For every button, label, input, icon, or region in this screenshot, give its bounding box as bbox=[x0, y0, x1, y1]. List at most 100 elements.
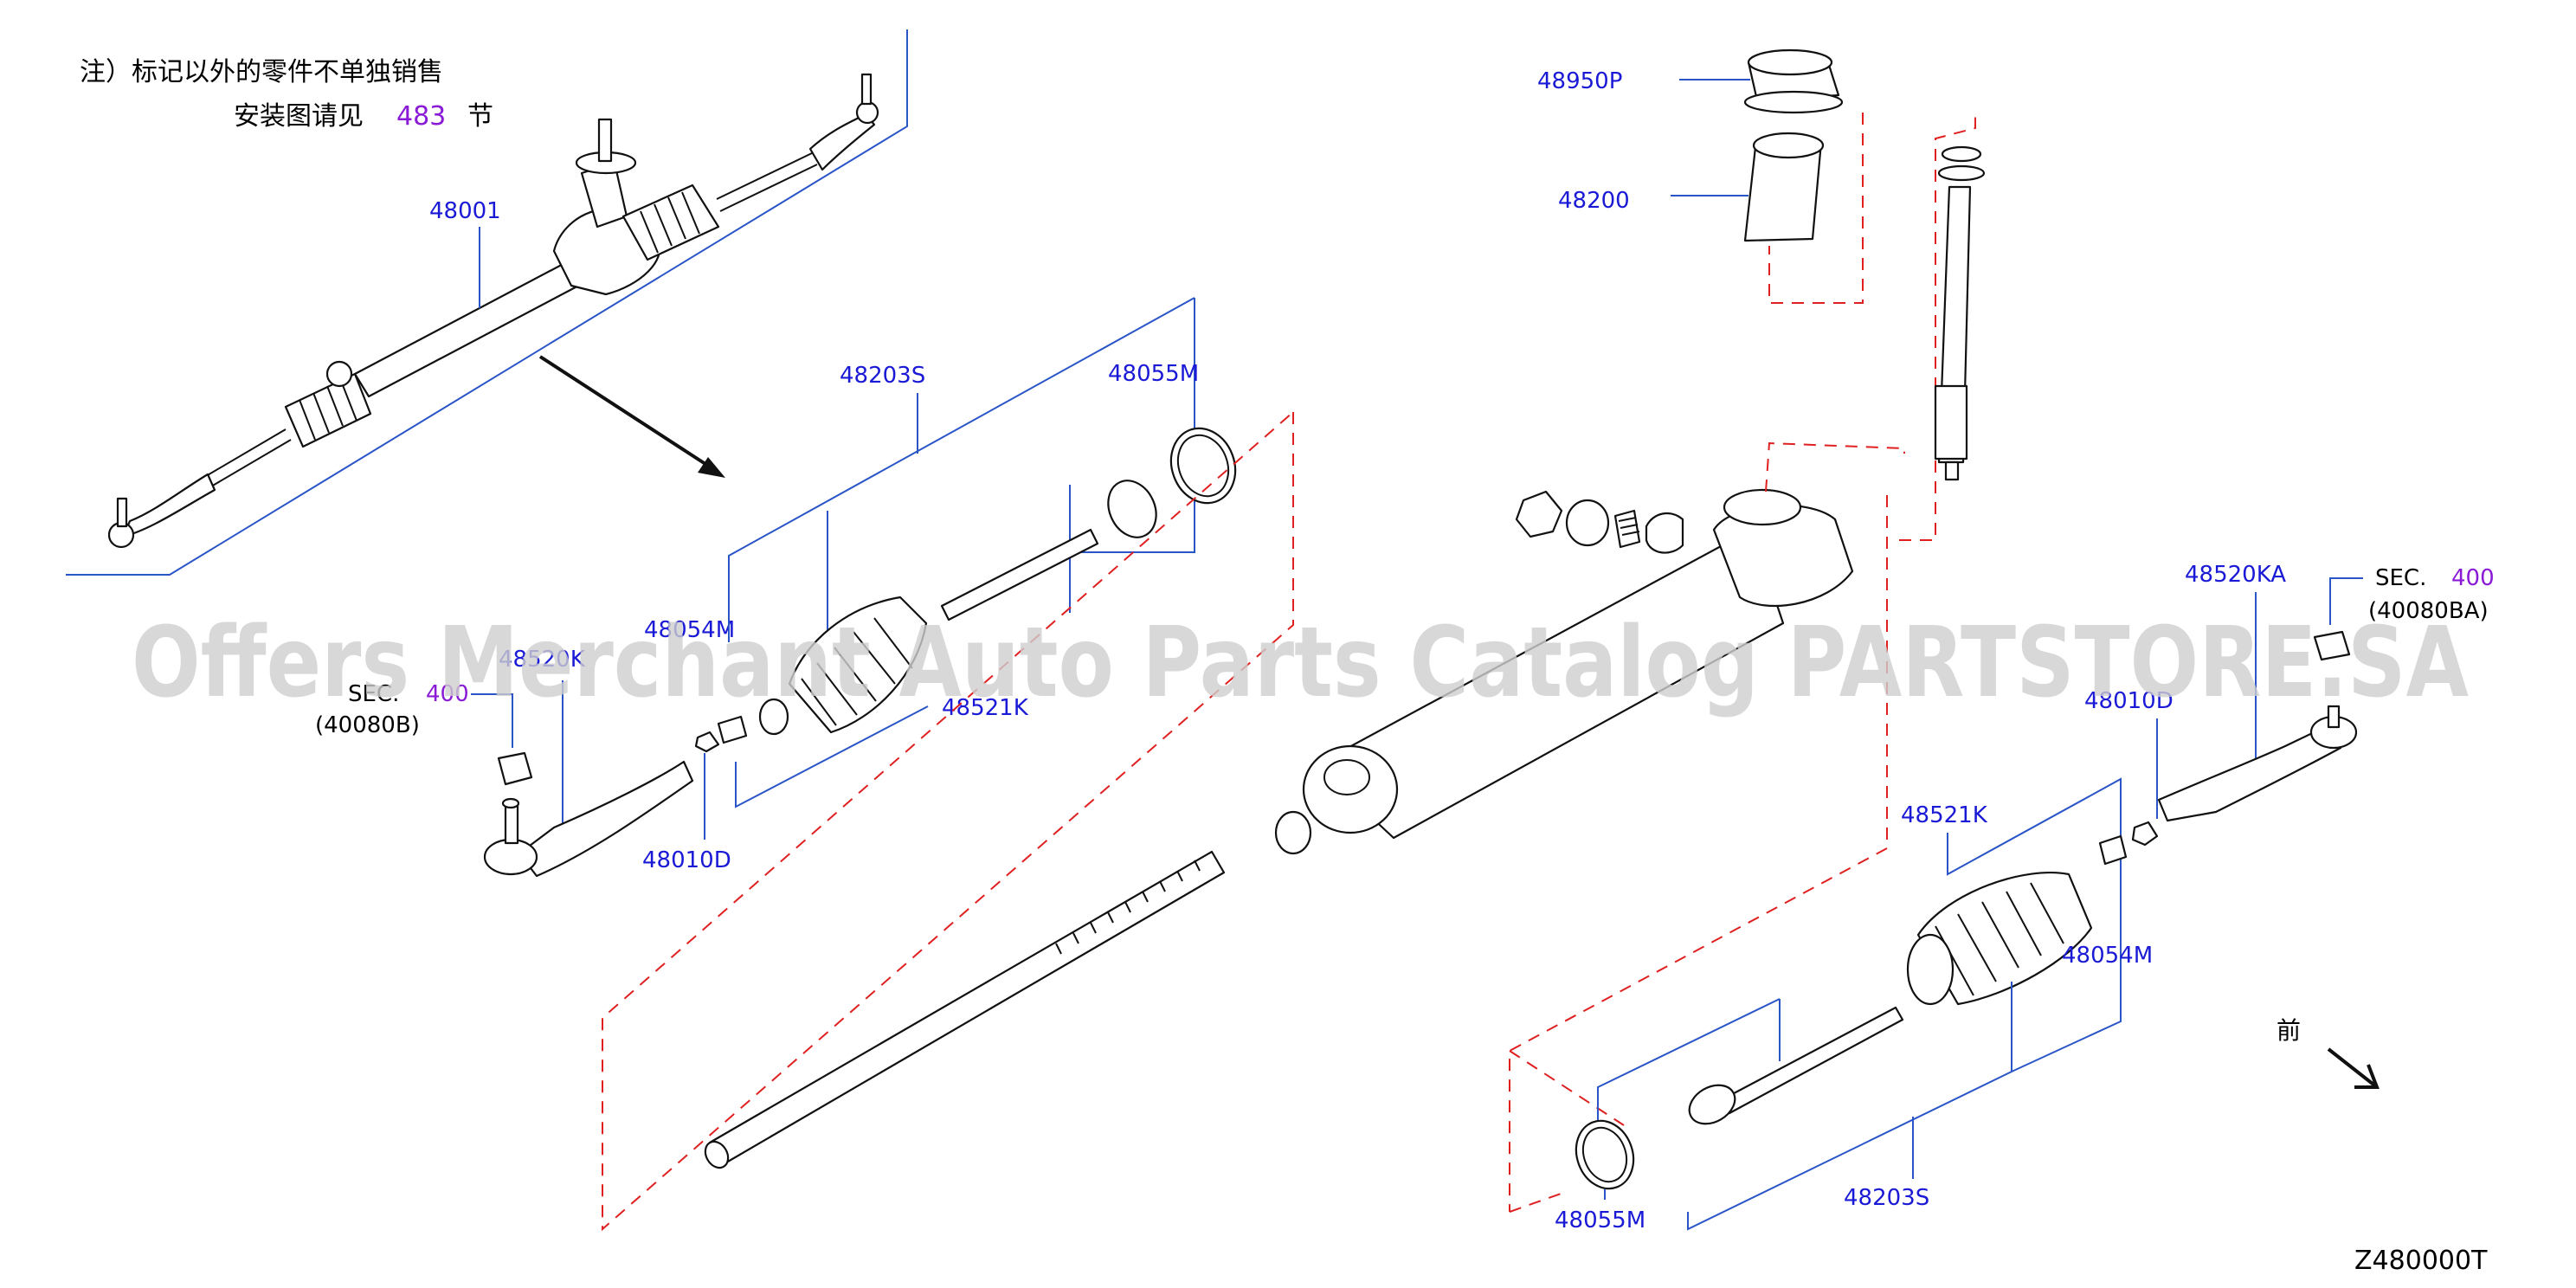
sec-left-ref: (40080B) bbox=[315, 712, 420, 738]
small-boot-clamp-right bbox=[2098, 834, 2128, 866]
leader-sec-right bbox=[2329, 577, 2363, 625]
part-number-48054M-left: 48054M bbox=[644, 617, 735, 643]
leader-48521K-right bbox=[1947, 777, 2122, 1004]
leader-48203S-top-frame bbox=[728, 297, 1195, 616]
part-number-48001: 48001 bbox=[429, 198, 501, 224]
boot-clamp-bottom bbox=[1575, 1119, 1635, 1190]
column-parts: 48950P 48200 bbox=[1537, 48, 1986, 481]
steering-gear-housing bbox=[1302, 488, 1854, 840]
right-boot-ribs bbox=[640, 191, 700, 254]
column-shaft-lower bbox=[1934, 384, 1968, 460]
rack-bar-end bbox=[704, 1140, 730, 1169]
leader-48055M-bottom-link bbox=[1597, 998, 1781, 1129]
group-outline-seal bbox=[1768, 113, 1864, 304]
sec-left-number: 400 bbox=[426, 681, 469, 707]
rack-guide bbox=[1645, 512, 1684, 554]
inner-tie-rod-right bbox=[1721, 1006, 1904, 1115]
watermark-text: Offers Merchant Auto Parts Catalog PARTS… bbox=[132, 607, 2469, 719]
left-exploded-group: 48203S 48055M 48054M 48521K 48520K bbox=[315, 297, 1237, 878]
group-outline-housing-top bbox=[1765, 441, 1905, 493]
column-seal-ring-2 bbox=[1937, 164, 1986, 182]
part-number-48520K-left: 48520K bbox=[499, 647, 586, 673]
part-number-48055M-bottom: 48055M bbox=[1555, 1208, 1645, 1233]
housing-left-mount-bore bbox=[1323, 759, 1370, 795]
part-number-48203S-top: 48203S bbox=[840, 363, 925, 389]
right-tie-rod-ball bbox=[855, 100, 879, 125]
right-exploded-group: 48520KA SEC. 400 (40080BA) 48010D 48521K… bbox=[1555, 562, 2495, 1233]
sec-right-ref: (40080BA) bbox=[2368, 598, 2489, 624]
group-outline-right bbox=[1509, 495, 1888, 1212]
adjuster-plug bbox=[1565, 499, 1610, 547]
lock-nut-left bbox=[694, 731, 720, 753]
front-indicator: 前 bbox=[2277, 1016, 2380, 1089]
sec-right-label: SEC. bbox=[2375, 565, 2426, 591]
left-tie-rod-stud bbox=[116, 497, 128, 528]
boot-clamp-top bbox=[1169, 427, 1237, 505]
part-number-48520KA: 48520KA bbox=[2185, 562, 2286, 588]
column-shaft-tip bbox=[1944, 460, 1960, 481]
column-seal-ring-1 bbox=[1941, 145, 1982, 163]
inner-tie-rod-left bbox=[940, 528, 1099, 621]
right-tie-rod-end-stud bbox=[2327, 705, 2341, 729]
grommet-48950P-top bbox=[1747, 48, 1833, 76]
left-boot bbox=[284, 372, 372, 448]
inner-tie-rod-left-ball bbox=[1107, 480, 1157, 538]
left-tie-rod-end-stud-tip bbox=[501, 797, 520, 809]
left-boot-clamp bbox=[325, 360, 353, 388]
part-number-48054M-right: 48054M bbox=[2062, 943, 2153, 969]
leader-48203S-bottom-frame bbox=[1687, 1071, 2012, 1231]
boot-clamp-bottom-inner bbox=[1581, 1126, 1628, 1183]
note-section-number: 483 bbox=[396, 101, 446, 132]
assembly-frame-line bbox=[66, 29, 908, 576]
group-outline-left bbox=[602, 411, 1294, 1232]
part-number-48010D-right: 48010D bbox=[2084, 688, 2174, 714]
inner-tie-rod-right-ball bbox=[1688, 1084, 1736, 1125]
grommet-48950P-flange bbox=[1743, 90, 1844, 114]
left-tie-rod-end-exploded bbox=[518, 760, 694, 878]
left-bellows-ribs bbox=[801, 617, 913, 726]
group-outline-right-bottom bbox=[1509, 1192, 1564, 1213]
left-tie-rod bbox=[205, 428, 292, 487]
right-tie-rod-end bbox=[808, 113, 876, 171]
explode-arrow-head bbox=[698, 457, 725, 478]
left-bellows-boot bbox=[788, 596, 928, 734]
rack-tube bbox=[353, 258, 587, 398]
housing-left-mount bbox=[1302, 744, 1399, 834]
note-line-2-prefix: 安装图请见 bbox=[234, 101, 364, 132]
part-number-48203S-bottom: 48203S bbox=[1844, 1185, 1929, 1211]
left-tie-rod-end bbox=[121, 473, 216, 538]
left-castle-nut bbox=[497, 751, 533, 786]
leader-sec-left bbox=[471, 693, 513, 748]
leader-48054M-right bbox=[2011, 982, 2122, 1073]
part-number-48055M-top: 48055M bbox=[1108, 361, 1199, 387]
left-tie-rod-end-stud bbox=[504, 803, 519, 845]
small-boot-clamp-left bbox=[717, 715, 748, 744]
part-number-48200: 48200 bbox=[1558, 188, 1630, 214]
rack-bushing bbox=[1274, 810, 1312, 855]
diagram-code: Z480000T bbox=[2354, 1246, 2488, 1276]
assembly-overview: 48001 bbox=[66, 29, 908, 576]
pinion-shaft bbox=[597, 118, 613, 163]
sec-left-label: SEC. bbox=[348, 681, 399, 707]
lock-nut-right bbox=[2131, 821, 2159, 847]
boot-clamp-top-inner bbox=[1176, 434, 1230, 498]
housing-pinion-bore bbox=[1723, 488, 1802, 526]
right-bellows-boot bbox=[1916, 871, 2093, 1006]
front-arrow-icon bbox=[2327, 1047, 2380, 1089]
adjuster-lock-nut bbox=[1515, 490, 1563, 538]
right-tie-rod-stud bbox=[860, 73, 873, 106]
note-block: 注）标记以外的零件不单独销售 安装图请见 483 节 bbox=[80, 57, 493, 132]
rack-bar-teeth bbox=[1055, 860, 1201, 955]
right-bellows-ribs bbox=[1935, 882, 2064, 996]
right-castle-nut bbox=[2313, 630, 2351, 661]
explode-arrow-line bbox=[538, 355, 710, 467]
leader-48203S-top-right bbox=[1070, 298, 1195, 553]
group-outline-column bbox=[1899, 114, 1976, 541]
right-boot bbox=[621, 184, 720, 261]
group-outline-right-mid bbox=[1509, 1050, 1625, 1126]
right-tie-rod bbox=[716, 151, 818, 212]
dust-cover-48200-top bbox=[1752, 132, 1825, 159]
rack-bar bbox=[704, 810, 1312, 1169]
